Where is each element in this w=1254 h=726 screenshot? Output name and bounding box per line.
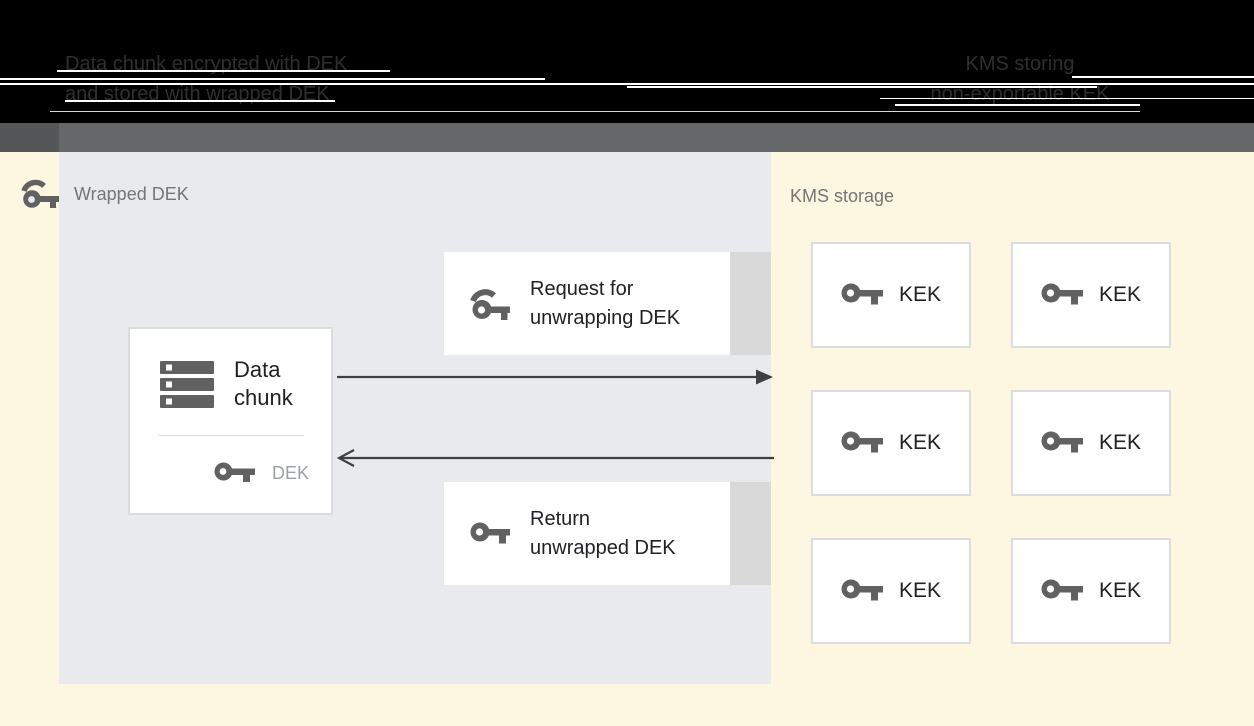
- kek-box: KEK: [811, 390, 971, 496]
- diagram-canvas: Wrapped DEK KMS storage: [0, 152, 1254, 726]
- kek-label: KEK: [1098, 579, 1142, 602]
- data-chunk-row: Data chunk: [160, 356, 293, 412]
- kek-label: KEK: [1098, 431, 1142, 454]
- wrapped-key-icon: [470, 288, 510, 320]
- request-arrow-right: [337, 369, 773, 385]
- banner-right-line1: KMS storing: [965, 53, 1075, 75]
- banner-left-line2: and stored with wrapped DEK: [65, 83, 330, 105]
- kek-box: KEK: [1011, 538, 1171, 644]
- return-box-content: Return unwrapped DEK: [470, 482, 676, 585]
- request-line2: unwrapping DEK: [530, 306, 681, 329]
- key-icon: [1041, 431, 1083, 453]
- key-icon: [1041, 579, 1083, 601]
- banner-left-caption: Data chunk encrypted with DEK and stored…: [65, 49, 347, 109]
- return-box-shadow-strip: [730, 482, 771, 585]
- return-line2: unwrapped DEK: [530, 536, 676, 559]
- data-chunk-line1: Data: [234, 357, 281, 382]
- kms-storage-title: KMS storage: [790, 186, 895, 206]
- key-icon: [841, 283, 883, 305]
- return-arrow-left: [337, 449, 774, 467]
- banner-right-line2: non-exportable KEK: [930, 83, 1110, 105]
- request-unwrapping-dek-box: Request for unwrapping DEK: [444, 252, 730, 355]
- kek-box: KEK: [811, 538, 971, 644]
- gray-divider-bar: [0, 123, 1254, 152]
- key-icon: [470, 522, 510, 543]
- wrapped-key-icon: [21, 179, 59, 208]
- request-box-label: Request for unwrapping DEK: [530, 275, 680, 333]
- kek-box: KEK: [811, 242, 971, 348]
- storage-stack-icon: [160, 360, 214, 408]
- request-box-content: Request for unwrapping DEK: [470, 252, 680, 355]
- glitch-line: [627, 86, 1097, 88]
- kek-label: KEK: [1098, 283, 1142, 306]
- request-box-shadow-strip: [730, 252, 771, 355]
- kek-label: KEK: [898, 283, 942, 306]
- kek-label: KEK: [898, 431, 942, 454]
- key-icon: [214, 462, 255, 482]
- glitch-line: [1072, 76, 1254, 78]
- glitch-line: [65, 100, 335, 102]
- wrapped-dek-header: Wrapped DEK: [21, 178, 189, 210]
- data-chunk-divider: [158, 435, 304, 436]
- kek-grid: KEK KEK KEK KE: [811, 242, 1171, 644]
- dek-row: DEK: [214, 461, 309, 485]
- banner-right-caption: KMS storing non-exportable KEK: [885, 49, 1155, 109]
- dek-label: DEK: [272, 462, 310, 483]
- request-line1: Request for: [530, 277, 634, 300]
- gray-divider-left-segment: [0, 123, 59, 152]
- return-line1: Return: [530, 507, 591, 530]
- kek-box: KEK: [1011, 242, 1171, 348]
- data-chunk-box: Data chunk DEK: [128, 327, 333, 515]
- kek-label: KEK: [898, 579, 942, 602]
- glitch-line: [50, 111, 1140, 112]
- banner-left-line1: Data chunk encrypted with DEK: [65, 53, 348, 75]
- glitch-line: [0, 83, 1254, 85]
- glitch-line: [57, 70, 390, 72]
- glitch-line: [880, 98, 1254, 99]
- key-icon: [841, 579, 883, 601]
- key-icon: [841, 431, 883, 453]
- glitch-line: [0, 78, 545, 80]
- kek-box: KEK: [1011, 390, 1171, 496]
- top-banner: Data chunk encrypted with DEK and stored…: [0, 0, 1254, 123]
- return-unwrapped-dek-box: Return unwrapped DEK: [444, 482, 730, 585]
- wrapped-dek-title: Wrapped DEK: [74, 183, 189, 204]
- data-chunk-line2: chunk: [234, 385, 293, 410]
- glitch-line: [895, 104, 1140, 106]
- data-chunk-label: Data chunk: [234, 356, 293, 412]
- key-icon: [1041, 283, 1083, 305]
- return-box-label: Return unwrapped DEK: [530, 505, 676, 563]
